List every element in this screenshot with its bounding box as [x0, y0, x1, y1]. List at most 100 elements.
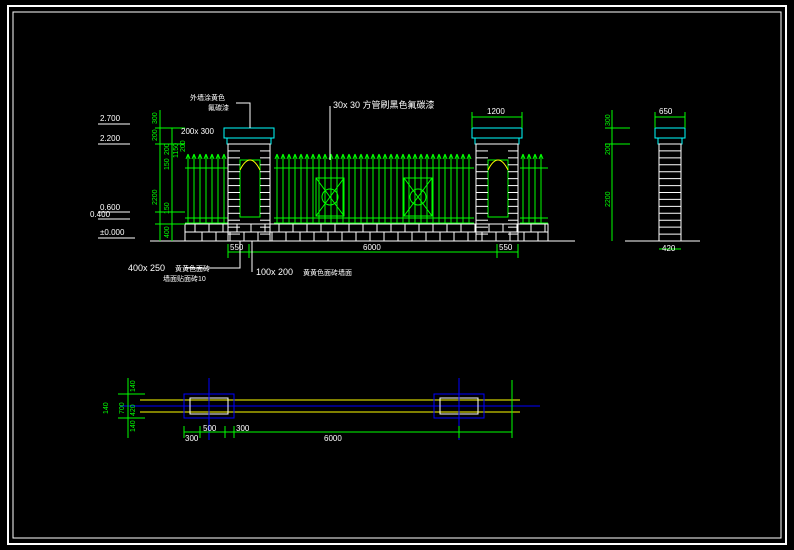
fence-spike — [414, 153, 418, 160]
base-note-line1: 黄黄色面砖 — [175, 264, 210, 273]
fence-spike — [438, 153, 442, 160]
fence-spike — [408, 153, 412, 160]
fence-spike — [312, 153, 316, 160]
fence-spike — [282, 153, 286, 160]
fence-spike — [418, 153, 422, 160]
fence-spike — [460, 153, 464, 160]
post-note: 黄黄色面砖墙面 — [303, 268, 352, 277]
fence-spike — [388, 153, 392, 160]
ornament-left — [315, 177, 345, 217]
top-dim-1200: 1200 — [487, 107, 505, 116]
ornament-right — [403, 177, 433, 217]
fence-spike — [276, 153, 280, 160]
fence-spike — [187, 153, 191, 160]
fence-spike — [382, 153, 386, 160]
fence-spike — [468, 153, 472, 160]
fence-spike — [430, 153, 434, 160]
fence-spike — [197, 153, 201, 160]
plan-view: 140 140 420 700 140 300 500 300 6000 — [103, 378, 540, 443]
level-2200: 2.200 — [100, 134, 121, 143]
dim-200: 200 — [152, 129, 159, 141]
plan-dim-700: 700 — [119, 402, 126, 414]
fence-spike — [330, 153, 334, 160]
fence-spike — [456, 153, 460, 160]
dim-150b: 150 — [164, 158, 171, 170]
fence-spike — [376, 153, 380, 160]
fence-spike — [394, 153, 398, 160]
fence-spike — [522, 153, 526, 160]
fence-spike — [454, 153, 458, 160]
plan-dim-140c: 140 — [103, 402, 110, 414]
fence-spike — [340, 153, 344, 160]
dim-2200: 2200 — [152, 189, 159, 205]
fence-spike — [540, 153, 544, 160]
fence-spike — [526, 153, 530, 160]
post-dim-1150: 1150 — [173, 143, 180, 158]
level-marks — [98, 123, 135, 239]
plan-dim-420: 420 — [130, 404, 137, 416]
fence-spike — [298, 153, 302, 160]
left-dim-chain — [155, 110, 185, 241]
fence-spike — [462, 153, 466, 160]
fence-spike — [354, 153, 358, 160]
cap-note-line1: 外墙涂黄色 — [190, 93, 225, 102]
fence-spike — [372, 153, 376, 160]
fence-spike — [316, 153, 320, 160]
fence-spike — [324, 153, 328, 160]
fence-panel-center — [274, 153, 474, 224]
plan-dim-6000: 6000 — [324, 434, 342, 443]
fence-spike — [366, 153, 370, 160]
level-0000: ±0.000 — [100, 228, 125, 237]
bottom-dim-line — [227, 244, 519, 258]
fence-spike — [378, 153, 382, 160]
fence-spike — [205, 153, 209, 160]
fence-spike — [402, 153, 406, 160]
fence-spike — [520, 153, 524, 160]
side-dim-200: 200 — [605, 143, 612, 155]
plan-post-left — [183, 378, 235, 440]
rail-note: 30x 30 方管刷黑色氟碳漆 — [333, 99, 435, 110]
base-note-dims: 400x 250 — [128, 263, 165, 273]
bottom-dim-550-right: 550 — [499, 243, 513, 252]
base-wall — [184, 223, 549, 242]
dim-300: 300 — [152, 112, 159, 124]
fence-spike — [300, 153, 304, 160]
side-top-dim: 650 — [659, 107, 673, 116]
fence-spike — [223, 153, 227, 160]
fence-spike — [532, 153, 536, 160]
fence-spike — [304, 153, 308, 160]
fence-spike — [406, 153, 410, 160]
fence-spike — [193, 153, 197, 160]
side-dim-300: 300 — [605, 114, 612, 126]
fence-spike — [286, 153, 290, 160]
side-dim-2200: 2200 — [605, 191, 612, 207]
fence-spike — [346, 153, 350, 160]
fence-spike — [221, 153, 225, 160]
front-elevation: 2.700 2.200 0.600 0.400 ±0.000 300 200 2… — [90, 93, 575, 283]
fence-spike — [288, 153, 292, 160]
plan-dim-300b: 300 — [236, 424, 250, 433]
fence-panel-right — [520, 153, 548, 224]
left-post — [223, 127, 275, 242]
fence-spike — [420, 153, 424, 160]
base-note-line2: 墙面贴面砖10 — [163, 274, 206, 283]
plan-dim-140a: 140 — [130, 380, 137, 392]
dim-200b: 200 — [164, 143, 171, 155]
fence-spike — [306, 153, 310, 160]
fence-spike — [432, 153, 436, 160]
fence-spike — [358, 153, 362, 160]
fence-spike — [211, 153, 215, 160]
fence-spike — [360, 153, 364, 160]
fence-spike — [436, 153, 440, 160]
side-bottom-dim: 420 — [662, 244, 676, 253]
fence-spike — [215, 153, 219, 160]
fence-spike — [209, 153, 213, 160]
fence-spike — [538, 153, 542, 160]
level-0400: 0.400 — [90, 210, 111, 219]
fence-spike — [534, 153, 538, 160]
fence-spike — [274, 153, 278, 160]
post-note-dims: 100x 200 — [256, 267, 293, 277]
fence-spike — [370, 153, 374, 160]
right-post — [471, 127, 523, 242]
